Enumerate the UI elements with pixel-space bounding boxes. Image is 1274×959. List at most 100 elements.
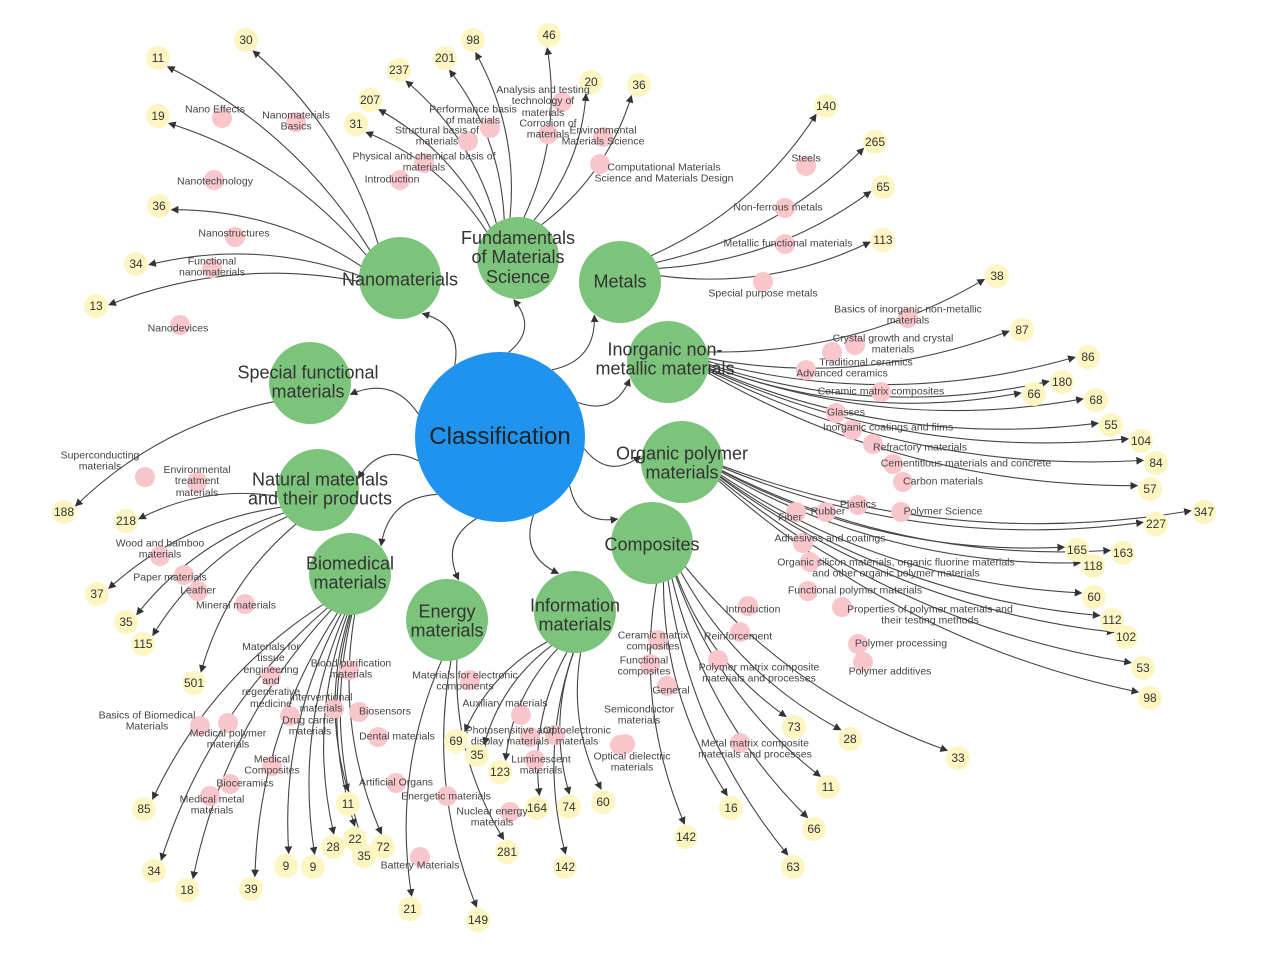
category-node[interactable] xyxy=(406,579,488,661)
count-badge[interactable]: 98 xyxy=(1138,686,1162,710)
count-badge[interactable]: 60 xyxy=(591,790,615,814)
subtopic-node-marker[interactable] xyxy=(190,716,210,736)
subtopic-node-marker[interactable] xyxy=(796,156,816,176)
count-badge[interactable]: 22 xyxy=(343,827,367,851)
subtopic-node-marker[interactable] xyxy=(410,847,430,867)
count-badge[interactable]: 118 xyxy=(1081,554,1105,578)
subtopic-node-marker[interactable] xyxy=(593,127,613,147)
count-badge[interactable]: 34 xyxy=(124,252,148,276)
subtopic-node-marker[interactable] xyxy=(458,131,478,151)
category-node[interactable] xyxy=(477,217,559,299)
count-badge[interactable]: 164 xyxy=(525,796,549,820)
count-badge[interactable]: 60 xyxy=(1082,585,1106,609)
count-badge[interactable]: 180 xyxy=(1050,370,1074,394)
count-badge[interactable]: 201 xyxy=(433,46,457,70)
count-badge[interactable]: 265 xyxy=(863,130,887,154)
subtopic-node-marker[interactable] xyxy=(339,660,359,680)
subtopic-node-marker[interactable] xyxy=(800,552,820,572)
count-badge[interactable]: 34 xyxy=(142,859,166,883)
subtopic-node-marker[interactable] xyxy=(480,118,500,138)
category-node[interactable] xyxy=(269,342,351,424)
subtopic-node-marker[interactable] xyxy=(390,170,410,190)
count-badge[interactable]: 87 xyxy=(1010,318,1034,342)
subtopic-node-marker[interactable] xyxy=(891,502,911,522)
category-node[interactable] xyxy=(579,241,661,323)
count-badge[interactable]: 68 xyxy=(1084,388,1108,412)
subtopic-node-marker[interactable] xyxy=(640,654,660,674)
subtopic-node-marker[interactable] xyxy=(174,565,194,585)
count-badge[interactable]: 142 xyxy=(553,855,577,879)
category-node[interactable] xyxy=(309,533,391,615)
subtopic-node-marker[interactable] xyxy=(848,495,868,515)
count-badge[interactable]: 227 xyxy=(1144,512,1168,536)
subtopic-node-marker[interactable] xyxy=(657,676,677,696)
subtopic-node-marker[interactable] xyxy=(842,420,862,440)
count-badge[interactable]: 38 xyxy=(985,264,1009,288)
subtopic-node-marker[interactable] xyxy=(386,773,406,793)
count-badge[interactable]: 237 xyxy=(387,58,411,82)
count-badge[interactable]: 35 xyxy=(465,743,489,767)
subtopic-node-marker[interactable] xyxy=(893,472,913,492)
subtopic-node-marker[interactable] xyxy=(220,774,240,794)
subtopic-node-marker[interactable] xyxy=(871,382,891,402)
count-badge[interactable]: 31 xyxy=(344,112,368,136)
count-badge[interactable]: 69 xyxy=(444,729,468,753)
count-badge[interactable]: 30 xyxy=(234,28,258,52)
count-badge[interactable]: 28 xyxy=(321,835,345,859)
subtopic-node-marker[interactable] xyxy=(848,634,868,654)
subtopic-node-marker[interactable] xyxy=(235,594,255,614)
subtopic-node-marker[interactable] xyxy=(437,786,457,806)
count-badge[interactable]: 123 xyxy=(488,760,512,784)
subtopic-node-marker[interactable] xyxy=(863,434,883,454)
subtopic-node-marker[interactable] xyxy=(898,308,918,328)
count-badge[interactable]: 28 xyxy=(838,727,862,751)
count-badge[interactable]: 35 xyxy=(114,610,138,634)
count-badge[interactable]: 84 xyxy=(1144,451,1168,475)
subtopic-node-marker[interactable] xyxy=(135,467,155,487)
count-badge[interactable]: 163 xyxy=(1111,541,1135,565)
count-badge[interactable]: 113 xyxy=(871,228,895,252)
category-node[interactable] xyxy=(534,571,616,653)
count-badge[interactable]: 57 xyxy=(1138,477,1162,501)
count-badge[interactable]: 102 xyxy=(1114,625,1138,649)
count-badge[interactable]: 55 xyxy=(1099,413,1123,437)
subtopic-node-marker[interactable] xyxy=(775,234,795,254)
category-node[interactable] xyxy=(627,321,709,403)
subtopic-node-marker[interactable] xyxy=(610,735,630,755)
count-badge[interactable]: 281 xyxy=(495,840,519,864)
count-badge[interactable]: 13 xyxy=(84,294,108,318)
count-badge[interactable]: 188 xyxy=(52,500,76,524)
count-badge[interactable]: 501 xyxy=(182,671,206,695)
subtopic-node-marker[interactable] xyxy=(826,403,846,423)
category-node[interactable] xyxy=(611,502,693,584)
count-badge[interactable]: 115 xyxy=(131,632,155,656)
subtopic-node-marker[interactable] xyxy=(793,533,813,553)
subtopic-node-marker[interactable] xyxy=(845,335,865,355)
subtopic-node-marker[interactable] xyxy=(368,727,388,747)
count-badge[interactable]: 37 xyxy=(85,582,109,606)
subtopic-node-marker[interactable] xyxy=(538,124,558,144)
subtopic-node-marker[interactable] xyxy=(150,546,170,566)
count-badge[interactable]: 66 xyxy=(1022,382,1046,406)
count-badge[interactable]: 98 xyxy=(461,28,485,52)
count-badge[interactable]: 86 xyxy=(1076,345,1100,369)
count-badge[interactable]: 65 xyxy=(871,175,895,199)
subtopic-node-marker[interactable] xyxy=(775,198,795,218)
count-badge[interactable]: 149 xyxy=(466,908,490,932)
count-badge[interactable]: 140 xyxy=(814,94,838,118)
count-badge[interactable]: 74 xyxy=(557,795,581,819)
count-badge[interactable]: 104 xyxy=(1129,429,1153,453)
subtopic-node-marker[interactable] xyxy=(170,315,190,335)
count-badge[interactable]: 66 xyxy=(802,817,826,841)
subtopic-node-marker[interactable] xyxy=(730,622,750,642)
count-badge[interactable]: 46 xyxy=(537,23,561,47)
subtopic-node-marker[interactable] xyxy=(188,581,208,601)
count-badge[interactable]: 16 xyxy=(719,796,743,820)
subtopic-node-marker[interactable] xyxy=(552,92,572,112)
count-badge[interactable]: 11 xyxy=(336,792,360,816)
subtopic-node-marker[interactable] xyxy=(202,258,222,278)
subtopic-node-marker[interactable] xyxy=(832,597,852,617)
subtopic-node-marker[interactable] xyxy=(286,112,306,132)
count-badge[interactable]: 18 xyxy=(175,878,199,902)
count-badge[interactable]: 11 xyxy=(146,46,170,70)
